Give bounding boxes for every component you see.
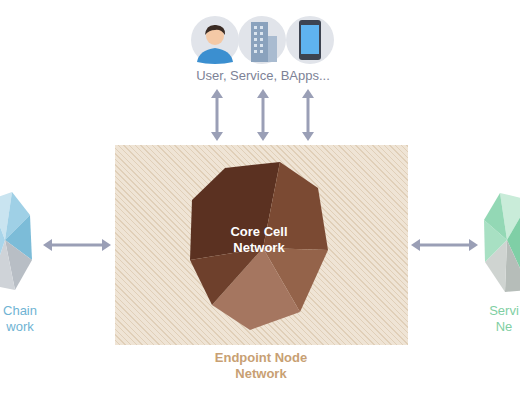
arrow-head <box>211 89 223 98</box>
network-node: Core Cell Network <box>188 160 330 332</box>
phone-body <box>299 20 321 60</box>
double-arrow <box>302 89 314 141</box>
double-arrow <box>411 239 478 251</box>
building-tower <box>251 22 268 62</box>
building-windows <box>254 26 263 53</box>
node-label: Chain work <box>0 303 42 335</box>
network-node: Servi Ne <box>482 195 520 335</box>
node-label: Endpoint Node Network <box>201 350 321 382</box>
arrow-head <box>469 239 478 251</box>
client-group: User, Service, BApps... <box>180 12 346 86</box>
arrow-head <box>257 89 269 98</box>
node-label: Core Cell Network <box>212 224 306 256</box>
building-annex <box>268 36 277 62</box>
shape-facet <box>0 200 5 285</box>
arrow-shaft <box>51 244 103 247</box>
phone-screen <box>301 25 319 54</box>
shape-facet <box>505 240 520 292</box>
arrow-head <box>102 239 111 251</box>
double-arrow <box>211 89 223 141</box>
shape-facet <box>484 193 507 240</box>
user-face <box>206 27 224 45</box>
arrow-head <box>211 132 223 141</box>
network-band: Endpoint Node NetworkCore Cell Network <box>115 145 408 345</box>
arrow-head <box>411 239 420 251</box>
double-arrow <box>257 89 269 141</box>
arrow-head <box>302 132 314 141</box>
icon-circle <box>191 16 239 64</box>
shape-facet <box>190 248 263 305</box>
double-arrow <box>43 239 111 251</box>
icon-circle <box>238 16 286 64</box>
arrow-head <box>302 89 314 98</box>
node-label: User, Service, BApps... <box>180 68 346 84</box>
network-node: Chain work <box>0 195 40 335</box>
node-label: Servi Ne <box>482 303 520 335</box>
arrow-head <box>43 239 52 251</box>
arrow-shaft <box>216 97 219 133</box>
user-shirt <box>197 48 233 64</box>
arrow-shaft <box>307 97 310 133</box>
arrow-shaft <box>262 97 265 133</box>
user-hair <box>205 25 225 35</box>
arrow-head <box>257 132 269 141</box>
icon-circle <box>286 16 334 64</box>
arrow-shaft <box>419 244 470 247</box>
